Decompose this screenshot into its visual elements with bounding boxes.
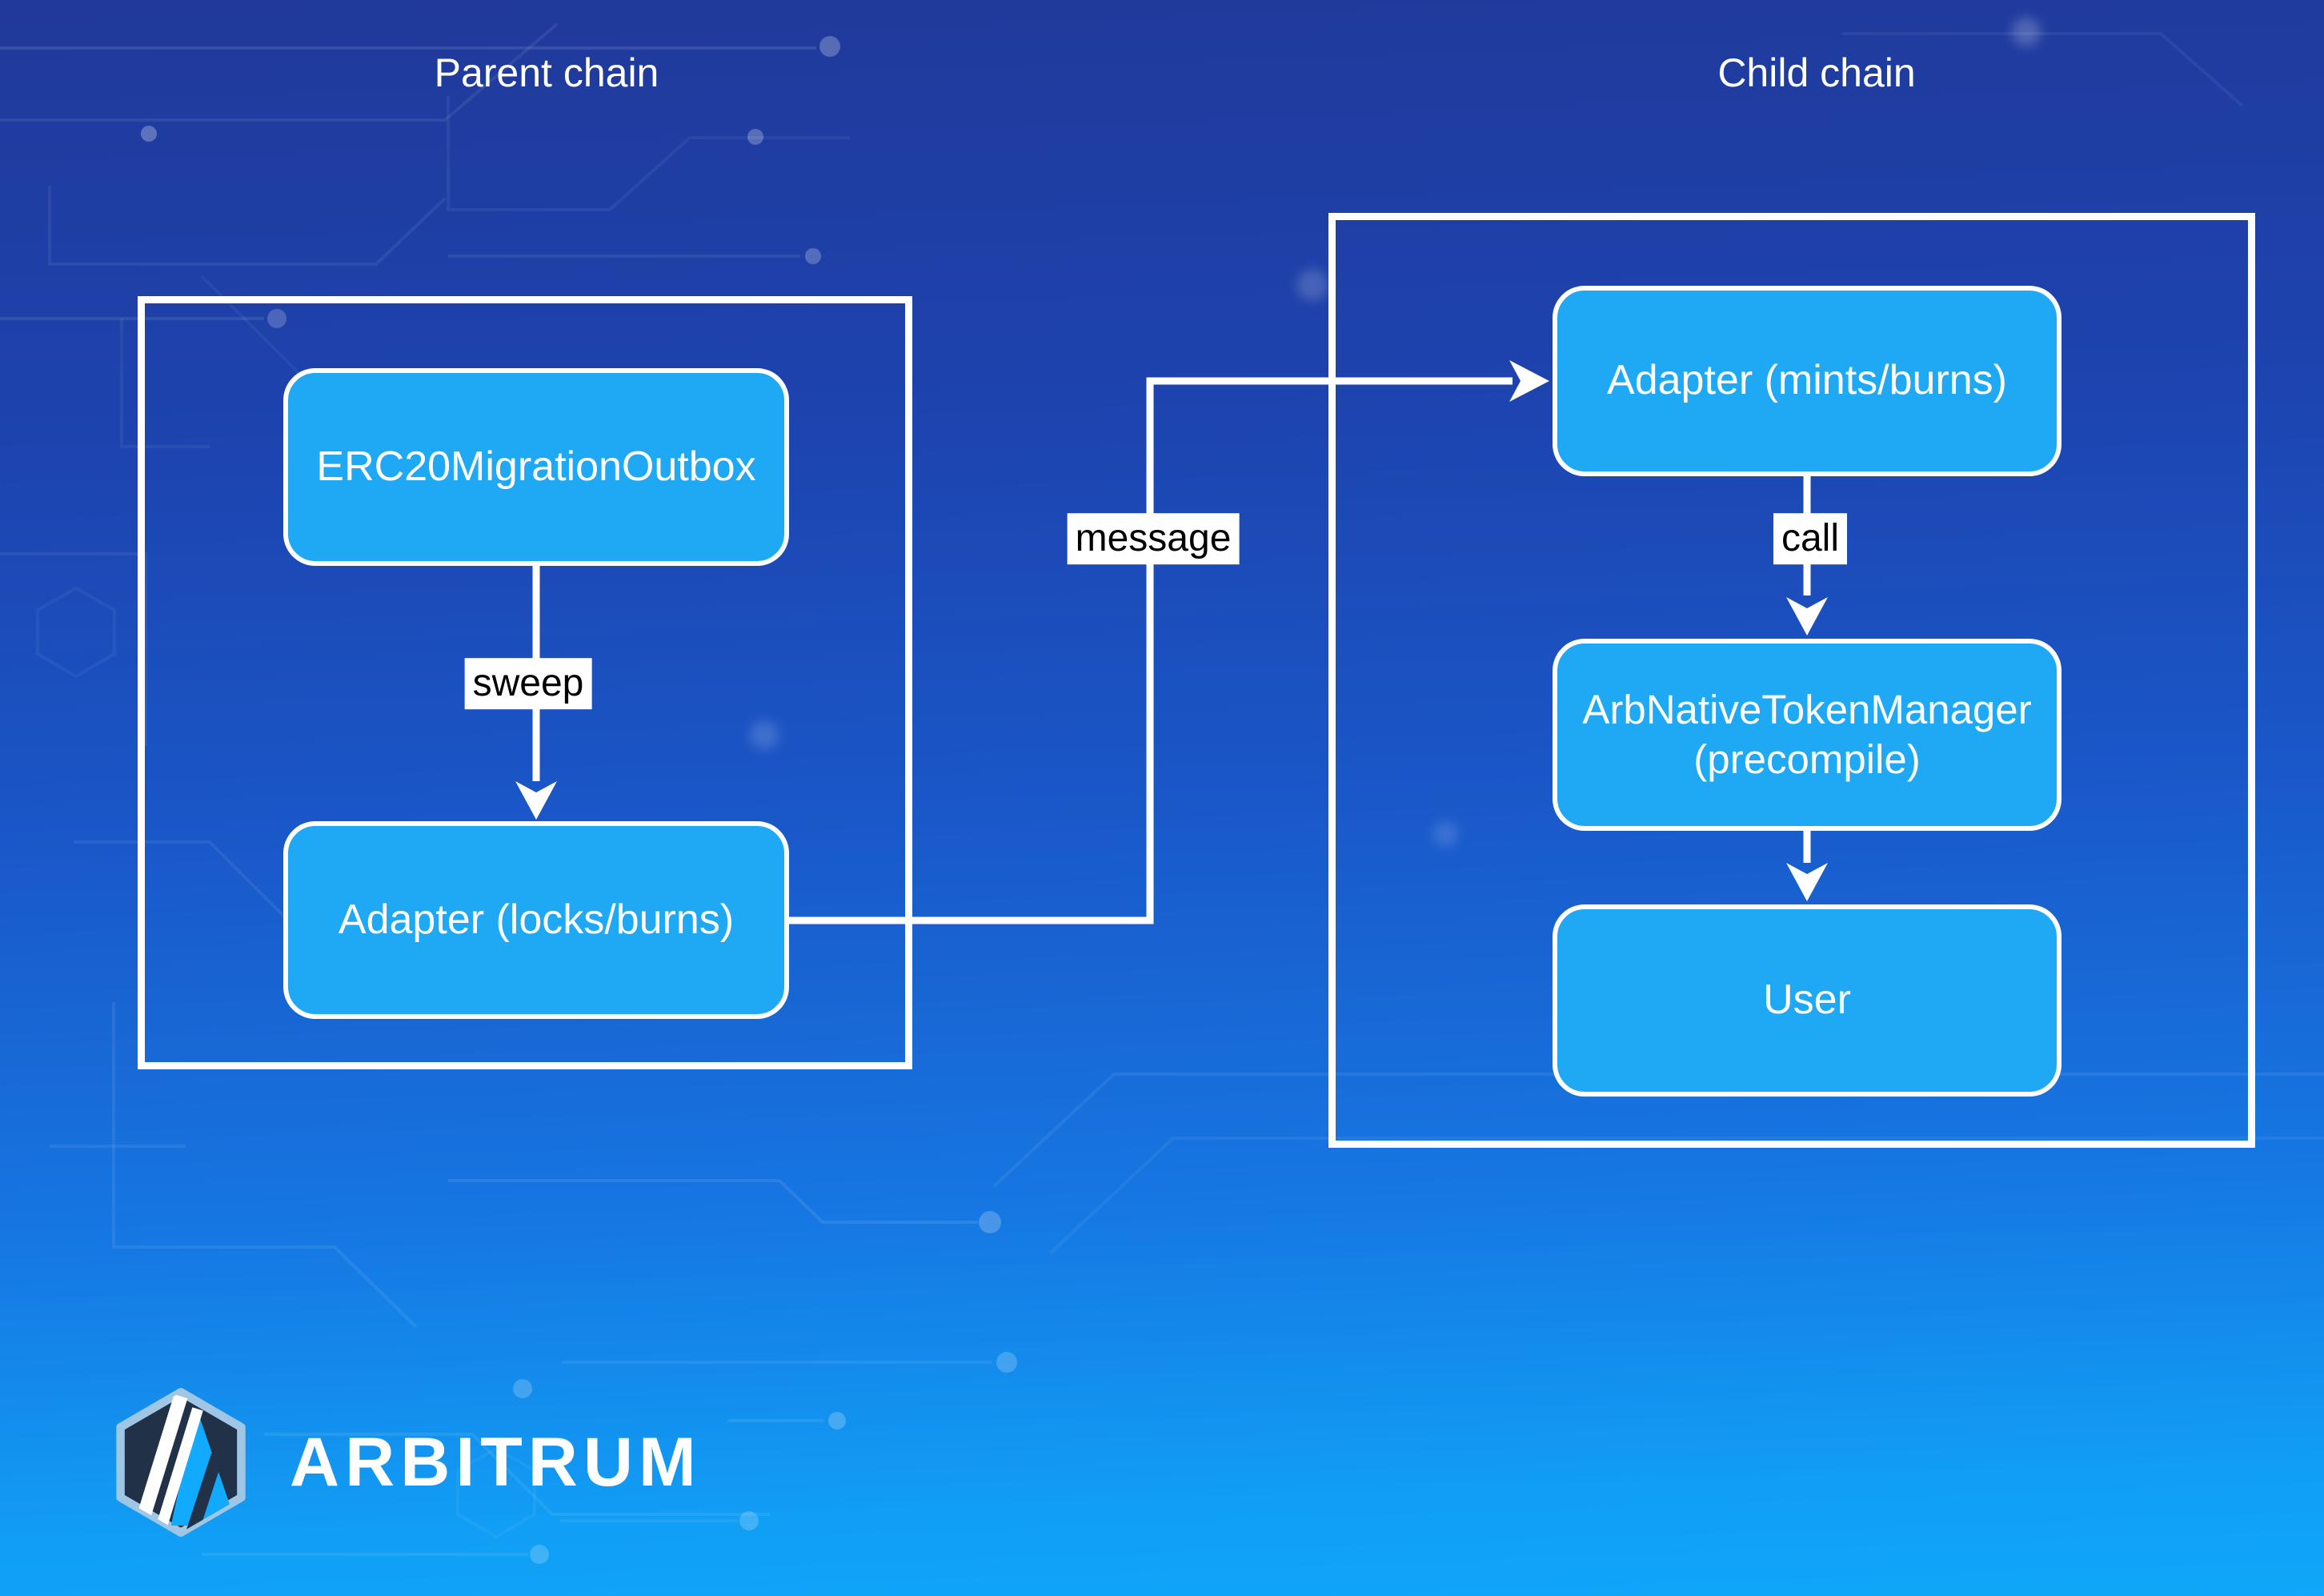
- message-connector: [789, 360, 1549, 924]
- message-edge-label: message: [1067, 513, 1240, 564]
- manager-to-user-arrow: [1786, 831, 1828, 901]
- parent-chain-container: [138, 296, 912, 1069]
- manager-to-user-arrowhead: [1786, 863, 1828, 901]
- child-chain-container: [1328, 213, 2255, 1148]
- message-arrowhead: [1509, 360, 1549, 402]
- arbitrum-wordmark: ARBITRUM: [290, 1423, 702, 1501]
- node-arb-native-token-manager-label-line1: ArbNativeTokenManager: [1582, 686, 2032, 732]
- sweep-arrowhead: [515, 781, 557, 820]
- node-adapter-mints-burns: Adapter (mints/burns): [1553, 286, 2062, 476]
- circuit-traces: [0, 22, 2324, 1556]
- node-adapter-locks-burns: Adapter (locks/burns): [283, 821, 789, 1019]
- child-chain-title: Child chain: [1717, 50, 1916, 95]
- circuit-dots: [141, 18, 2041, 1564]
- node-user: User: [1553, 904, 2062, 1097]
- node-adapter-locks-burns-label: Adapter (locks/burns): [338, 896, 735, 943]
- call-arrowhead: [1786, 597, 1828, 636]
- node-arb-native-token-manager: ArbNativeTokenManager (precompile): [1553, 639, 2062, 831]
- node-adapter-mints-burns-label: Adapter (mints/burns): [1607, 357, 2007, 404]
- arbitrum-logo: ARBITRUM: [110, 1388, 702, 1537]
- sweep-edge-label: sweep: [464, 658, 592, 709]
- arbitrum-hexagon-icon: [116, 1388, 246, 1537]
- node-arb-native-token-manager-label-line2: (precompile): [1693, 736, 1921, 782]
- node-user-label: User: [1763, 976, 1851, 1024]
- node-erc20-migration-outbox: ERC20MigrationOutbox: [283, 368, 789, 566]
- parent-chain-title: Parent chain: [434, 50, 659, 95]
- call-edge-label: call: [1773, 513, 1848, 564]
- node-erc20-migration-outbox-label: ERC20MigrationOutbox: [316, 443, 756, 490]
